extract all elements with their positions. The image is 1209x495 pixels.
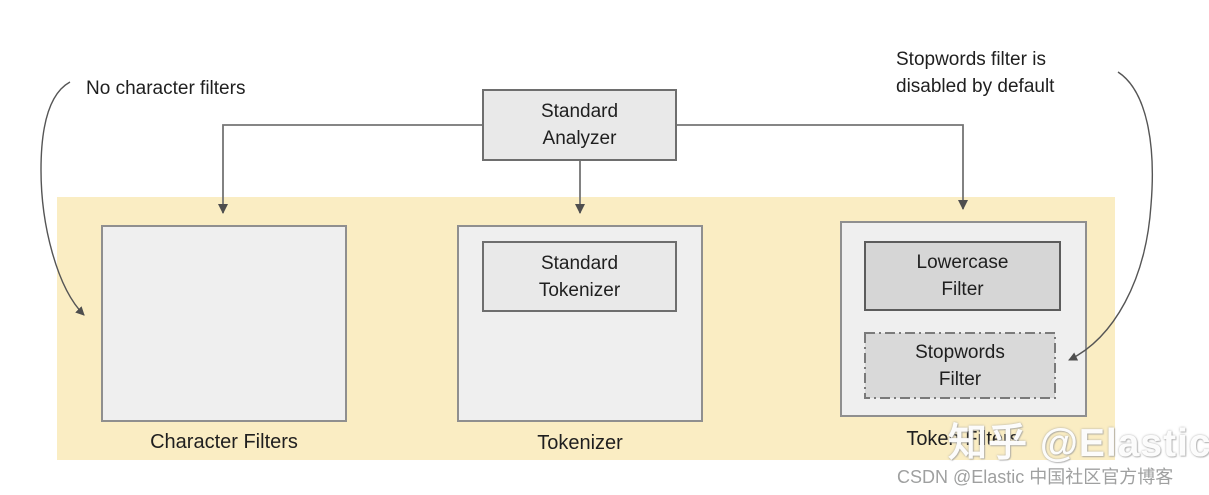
standard-analyzer-box: Standard Analyzer xyxy=(482,89,677,161)
stopwords-disabled-annotation: Stopwords filter is disabled by default xyxy=(896,49,1055,97)
lowercase-filter-box: Lowercase Filter xyxy=(864,241,1061,311)
stopwords-filter-label: Stopwords Filter xyxy=(915,341,1005,390)
token-filters-label: Token Filters xyxy=(906,428,1020,450)
standard-analyzer-label: Standard Analyzer xyxy=(540,101,619,149)
no-character-filters-annotation: No character filters xyxy=(86,78,246,99)
stopwords-filter-box: Stopwords Filter xyxy=(865,333,1055,398)
character-filters-label: Character Filters xyxy=(150,431,298,453)
csdn-watermark: CSDN @Elastic 中国社区官方博客 xyxy=(897,467,1174,487)
standard-tokenizer-box: Standard Tokenizer xyxy=(482,241,677,312)
zhihu-watermark: 知乎 @Elastic xyxy=(948,422,1209,465)
lowercase-filter-label: Lowercase Filter xyxy=(916,252,1009,300)
tokenizer-label: Tokenizer xyxy=(537,432,623,454)
character-filters-box xyxy=(101,225,347,422)
standard-tokenizer-label: Standard Tokenizer xyxy=(538,252,621,301)
